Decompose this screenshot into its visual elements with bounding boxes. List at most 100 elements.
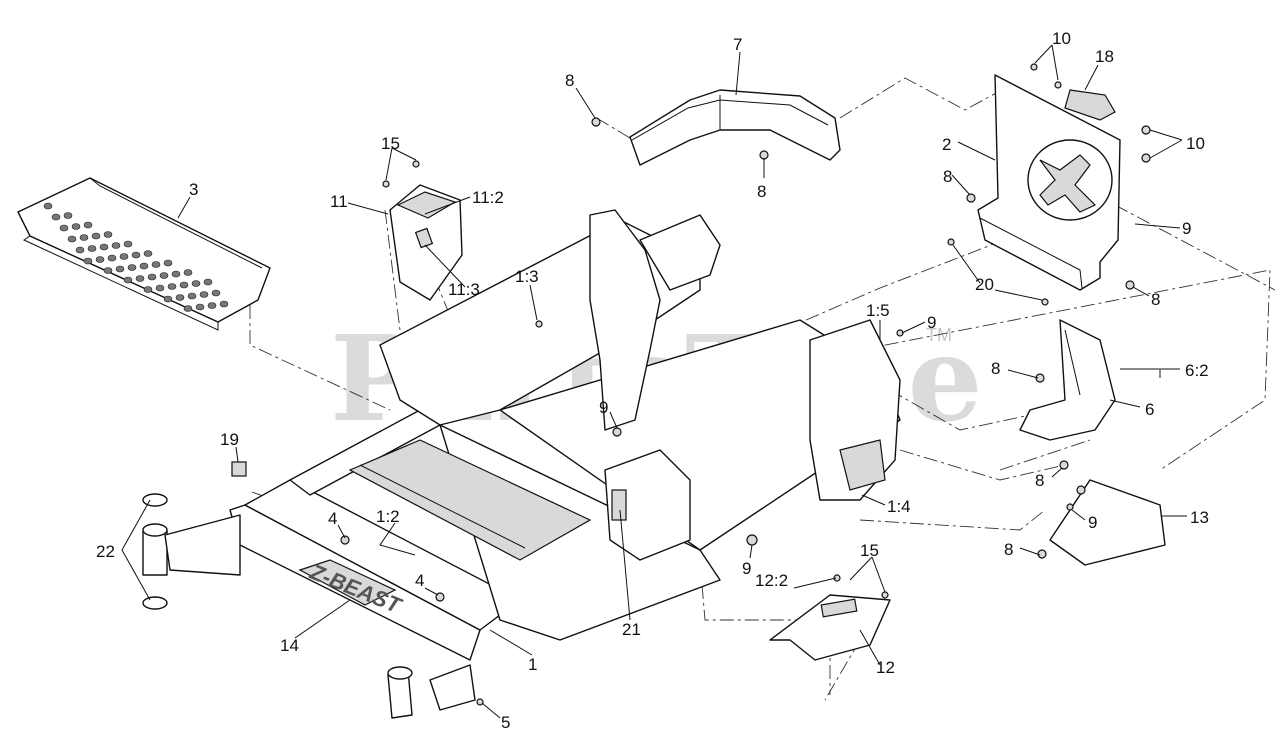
callout-9: 9 — [599, 398, 608, 417]
side-bracket-part-6 — [1019, 319, 1116, 441]
perforation-hole — [87, 245, 97, 252]
perforation-hole — [167, 283, 177, 290]
perforation-hole — [187, 292, 197, 300]
callout-12: 12 — [876, 658, 895, 677]
callout-8: 8 — [1151, 290, 1160, 309]
callout-1-5: 1:5 — [866, 301, 890, 320]
perforation-hole — [91, 232, 101, 240]
upper-panel-part-7 — [629, 89, 841, 166]
perforation-hole — [171, 270, 181, 278]
perforation-hole — [43, 202, 53, 210]
callout-15: 15 — [381, 134, 400, 153]
perforation-hole — [107, 254, 117, 262]
perforation-hole — [195, 303, 205, 311]
perforation-hole — [103, 267, 113, 274]
bracket-part-11 — [389, 184, 463, 301]
perforation-hole — [127, 264, 137, 271]
perforation-hole — [191, 280, 201, 287]
callout-9: 9 — [1182, 219, 1191, 238]
perforation-hole — [163, 295, 173, 303]
callout-1-4: 1:4 — [887, 497, 911, 516]
perforation-hole — [103, 231, 113, 238]
perforation-hole — [159, 272, 169, 279]
perforation-hole — [179, 281, 189, 289]
floor-plate-part-3 — [17, 177, 271, 331]
callout-4: 4 — [415, 571, 424, 590]
callout-2: 2 — [942, 135, 951, 154]
perforation-hole — [99, 243, 109, 251]
perforation-hole — [83, 257, 93, 265]
perforation-hole — [131, 251, 141, 259]
perforation-hole — [139, 262, 149, 270]
perforation-hole — [63, 212, 73, 219]
callout-9: 9 — [742, 559, 751, 578]
perforation-hole — [219, 300, 229, 308]
callout-6: 6 — [1145, 400, 1154, 419]
perforation-hole — [151, 261, 161, 268]
callout-10: 10 — [1186, 134, 1205, 153]
callout-10: 10 — [1052, 29, 1071, 48]
cylinder-part-18 — [1064, 89, 1116, 121]
callout-12-2: 12:2 — [755, 571, 788, 590]
tab-part-19 — [231, 461, 247, 477]
callout-1-2: 1:2 — [376, 507, 400, 526]
perforation-hole — [119, 253, 129, 260]
callout-9: 9 — [1088, 513, 1097, 532]
perforation-hole — [111, 242, 121, 249]
callout-19: 19 — [220, 430, 239, 449]
callout-8: 8 — [991, 359, 1000, 378]
callout-3: 3 — [189, 180, 198, 199]
perforation-hole — [79, 234, 89, 241]
perforation-hole — [163, 259, 173, 267]
perforation-hole — [51, 213, 61, 221]
perforation-hole — [71, 223, 81, 230]
foot-plate-part-13 — [1049, 479, 1166, 566]
perforation-hole — [143, 286, 153, 293]
perforation-hole — [199, 291, 209, 298]
perforation-hole — [67, 235, 77, 243]
callout-9: 9 — [927, 313, 936, 332]
bushings-part-22 — [142, 493, 241, 610]
lower-plate-part-12 — [769, 594, 891, 661]
callout-8: 8 — [565, 71, 574, 90]
callout-22: 22 — [96, 542, 115, 561]
callout-labels: 7 8 8 10 18 10 2 8 9 15 3 11 1 1:2 11:3 1… — [96, 29, 1209, 732]
callout-1: 1 — [528, 655, 537, 674]
perforation-hole — [115, 265, 125, 273]
perforation-hole — [147, 273, 157, 281]
perforation-hole — [75, 246, 85, 254]
perforation-hole — [183, 305, 193, 312]
perforation-hole — [123, 276, 133, 284]
callout-14: 14 — [280, 636, 299, 655]
caster-housing — [387, 666, 413, 719]
callout-6-2: 6:2 — [1185, 361, 1209, 380]
perforation-hole — [203, 278, 213, 286]
callout-20: 20 — [975, 275, 994, 294]
callout-7: 7 — [733, 35, 742, 54]
callout-1-3: 1:3 — [515, 267, 539, 286]
perforation-hole — [95, 256, 105, 263]
callout-11-3: 11:3 — [448, 280, 480, 299]
callout-13: 13 — [1190, 508, 1209, 527]
rear-plate-part-2 — [977, 74, 1121, 291]
callout-4: 4 — [328, 509, 337, 528]
perforation-hole — [59, 224, 69, 232]
callout-8: 8 — [757, 182, 766, 201]
perforation-hole — [175, 294, 185, 301]
callout-18: 18 — [1095, 47, 1114, 66]
callout-11: 11 — [330, 192, 348, 211]
perforation-hole — [211, 289, 221, 297]
callout-8: 8 — [1004, 540, 1013, 559]
perforation-hole — [83, 221, 93, 229]
perforation-hole — [135, 275, 145, 282]
leader-lines — [121, 44, 1187, 719]
perforation-hole — [143, 250, 153, 257]
callout-21: 21 — [622, 620, 641, 639]
perforation-hole — [183, 269, 193, 276]
perforation-hole — [207, 302, 217, 309]
callout-15: 15 — [860, 541, 879, 560]
callout-8: 8 — [943, 167, 952, 186]
perforation-hole — [123, 240, 133, 248]
callout-8: 8 — [1035, 471, 1044, 490]
